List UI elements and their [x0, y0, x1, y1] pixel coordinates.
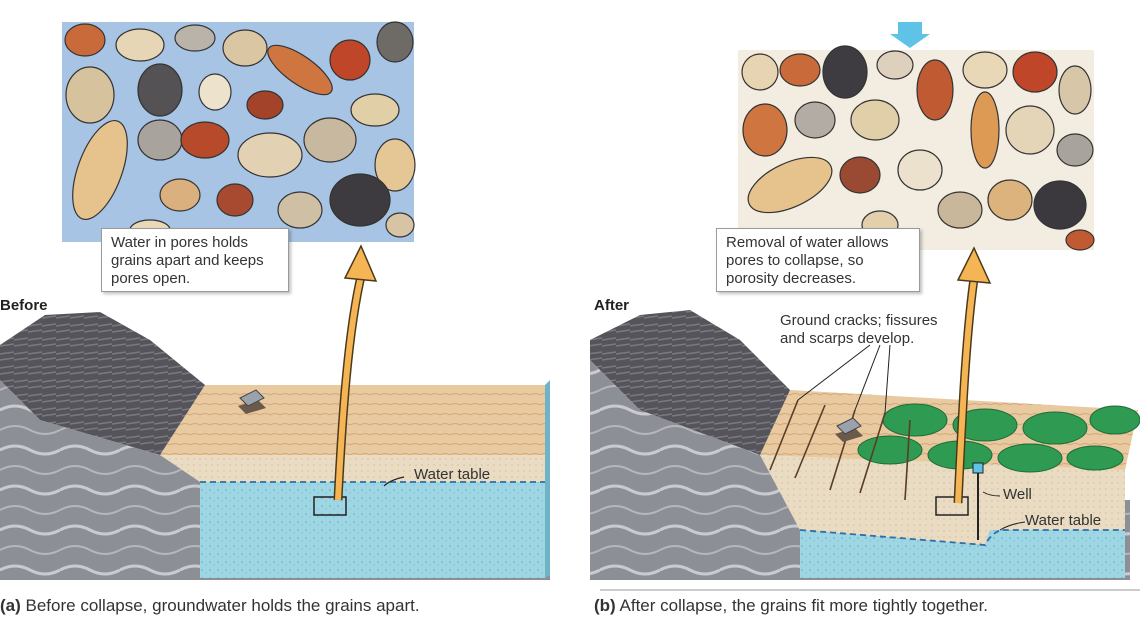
water-table-label-a: Water table [414, 466, 491, 483]
water-table-label-b: Water table [1025, 512, 1102, 529]
panel-label-before: Before [0, 297, 48, 314]
sand-surface [160, 385, 545, 455]
house-b [835, 417, 863, 442]
dry-grain-inset [738, 45, 1095, 251]
caption-b-letter: (b) [594, 596, 616, 615]
rocky-ridge [0, 312, 205, 455]
groundwater-zone-b [800, 530, 1125, 578]
house [238, 389, 266, 414]
well-label: Well [1003, 486, 1032, 503]
before-block-diagram [0, 312, 550, 580]
sand-layer-side [160, 455, 545, 482]
sample-box-b [935, 496, 969, 516]
zoom-arrow-b [953, 246, 992, 504]
ground-cracks [769, 399, 911, 501]
sample-box-a [313, 496, 347, 516]
caption-a-text: Before collapse, groundwater holds the g… [20, 596, 420, 615]
groundwater-zone [200, 482, 545, 578]
pore-water-grain-inset [62, 21, 416, 242]
after-block-diagram [590, 310, 1140, 580]
caption-a-letter: (a) [0, 596, 21, 615]
compacted-sand-side [760, 455, 1125, 545]
caption-b: (b) After collapse, the grains fit more … [594, 596, 988, 616]
caption-a: (a) Before collapse, groundwater holds t… [0, 596, 420, 616]
callout-before: Water in pores holds grains apart and ke… [101, 228, 289, 292]
panel-label-after: After [594, 297, 630, 314]
compaction-down-arrow [890, 22, 930, 48]
callout-after: Removal of water allows pores to collaps… [716, 228, 920, 292]
water-table-line-b [799, 529, 1125, 546]
zoom-arrow-a [333, 244, 378, 501]
bedrock-front [0, 380, 200, 580]
ground-cracks-label: Ground cracks; fissures and scarps devel… [780, 312, 938, 347]
grains [64, 21, 416, 241]
caption-b-text: After collapse, the grains fit more tigh… [615, 596, 989, 615]
crop-circles [857, 403, 1140, 473]
